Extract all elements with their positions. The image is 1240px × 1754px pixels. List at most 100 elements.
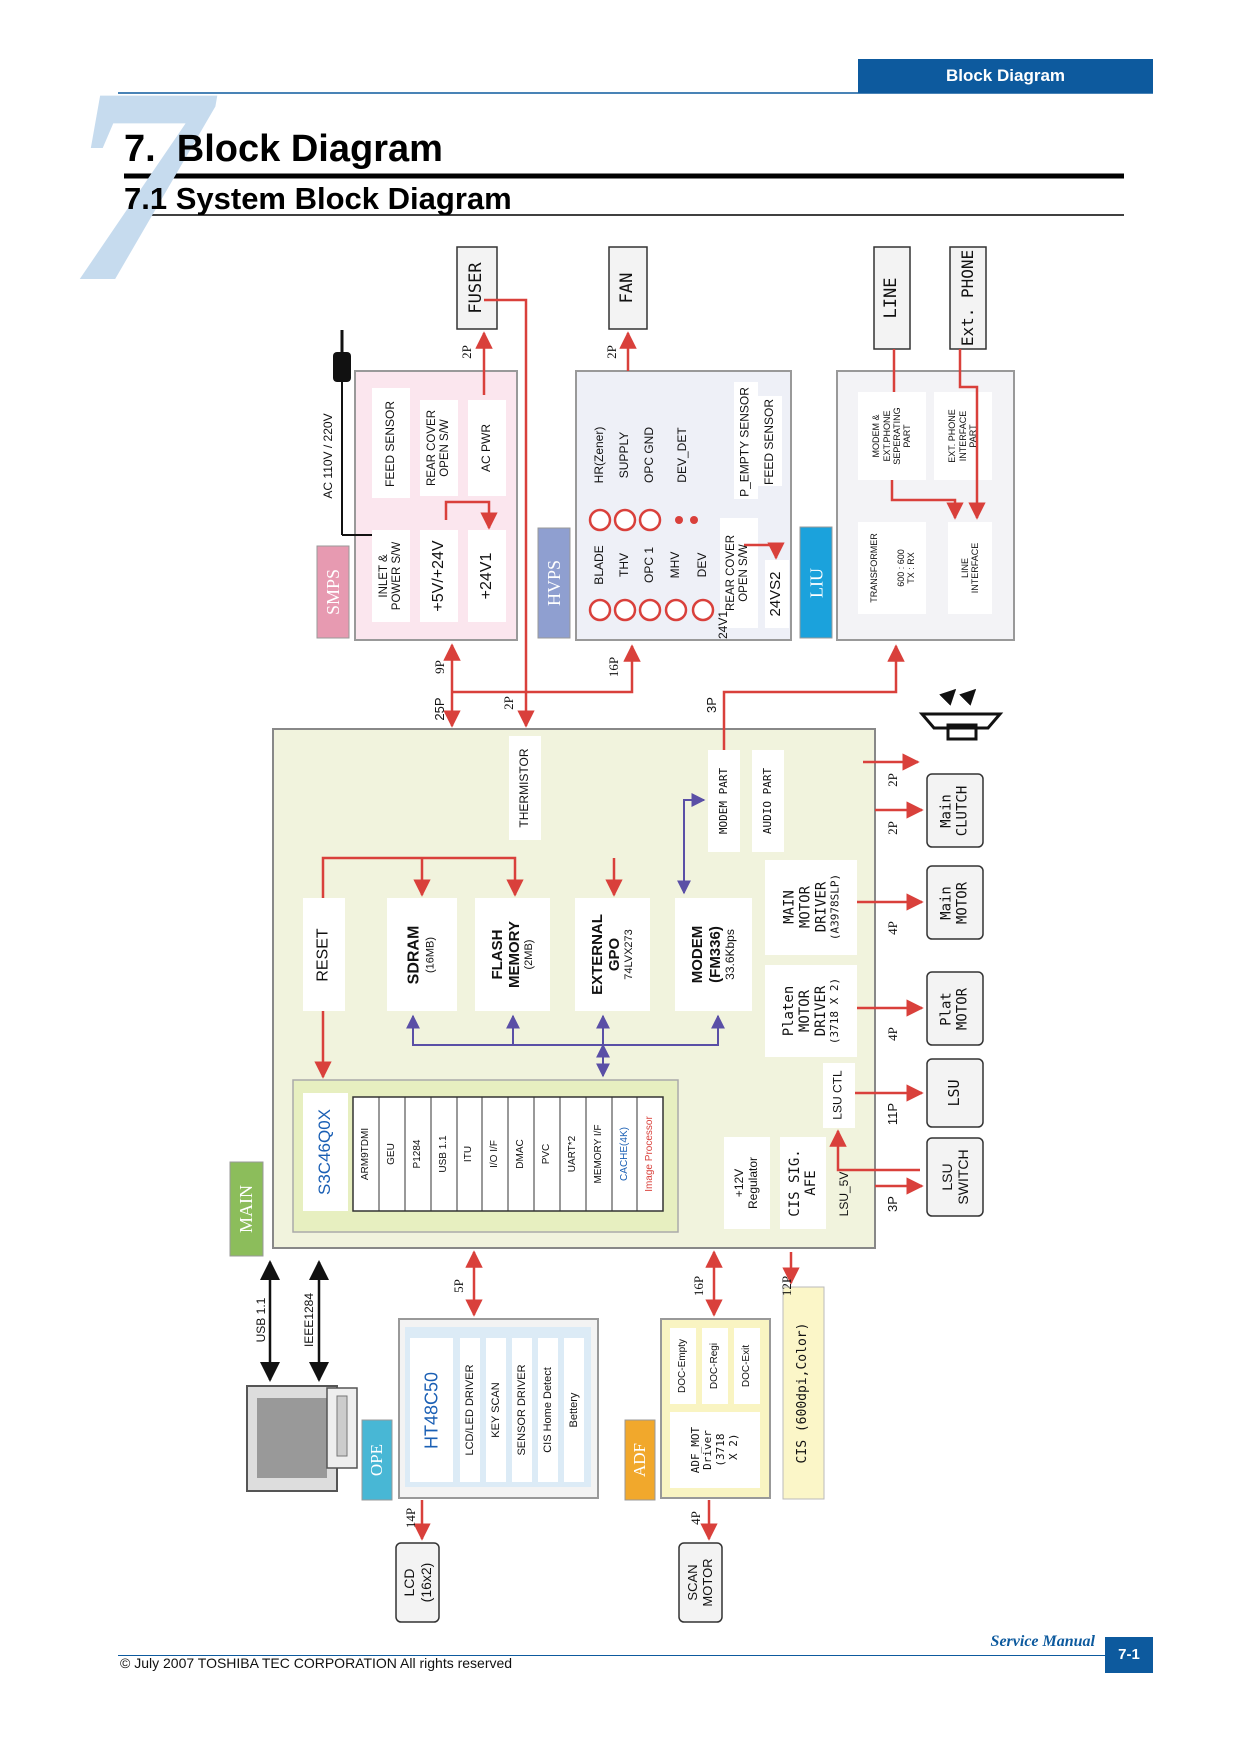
cis-afe-label: CIS SIG. AFE <box>786 1149 819 1217</box>
scan-motor-box <box>678 1542 723 1623</box>
ope-item-box <box>486 1338 506 1482</box>
regulator-label: +12V Regulator <box>732 1156 760 1210</box>
clutch-label: Main CLUTCH <box>938 785 971 837</box>
clutch-box <box>926 773 984 848</box>
liu-modem-sep: MODEM & EXT.PHONE SEPERATING PART <box>871 407 913 465</box>
modem-block: MODEM (FM336) 33.6Kbps <box>675 898 752 1011</box>
lsu-switch-label: LSU SWITCH <box>938 1149 971 1205</box>
page-title: 7. Block Diagram <box>124 128 443 170</box>
liu-ratio: 600 : 600 TX : RX <box>895 549 916 587</box>
hvps-blade: BLADE <box>592 545 607 585</box>
switch-conn-3p: 3P <box>884 1196 900 1212</box>
lsu-label: LSU <box>945 1079 964 1107</box>
ext-gpo-label: EXTERNAL GPO <box>588 914 624 995</box>
cpu-module-dmac: DMAC <box>515 1139 527 1169</box>
header-tab-label: Block Diagram <box>945 66 1066 85</box>
hvps-mhv: MHV <box>668 551 683 579</box>
doc-regi-box <box>702 1328 728 1404</box>
plat-motor-label: Plat MOTOR <box>938 987 971 1031</box>
plat-conn-4p: 4P <box>884 1027 900 1041</box>
fuser-box <box>456 246 498 330</box>
modem-box <box>675 898 752 1011</box>
thermistor-label: THERMISTOR <box>517 748 532 828</box>
cpu-name: S3C46Q0X <box>315 1109 335 1195</box>
hvps-tag-box <box>537 527 571 639</box>
hvps-dev: DEV <box>695 552 710 578</box>
ac-input-label: AC 110V / 220V <box>321 413 336 499</box>
liu-conn-3p: 3P <box>703 697 719 713</box>
scan-motor-label: SCAN MOTOR <box>684 1558 715 1607</box>
liu-ext-if: EXT. PHONE INTERFACE PART <box>947 409 979 463</box>
lcd-conn-14p: 14P <box>402 1507 418 1529</box>
cis-box <box>782 1286 825 1500</box>
cpu-module-p1284: P1284 <box>412 1139 424 1169</box>
cpu-module-dividers <box>378 1097 638 1211</box>
adf-doc-exit: DOC-Exit <box>741 1344 753 1388</box>
adf-tag: ADF <box>630 1443 650 1478</box>
modem-label: MODEM (FM336) <box>689 925 724 984</box>
ope-item-bettery: Bettery <box>567 1392 580 1428</box>
scan-conn-4p: 4P <box>687 1511 703 1525</box>
ope-item-sensor-driver: SENSOR DRIVER <box>515 1364 528 1456</box>
cpu-module-cache: CACHE(4K) <box>619 1127 631 1181</box>
adf-conn-16p: 16P <box>690 1275 706 1297</box>
smps-tag-box <box>316 545 350 639</box>
motor-conn-4p: 4P <box>884 921 900 935</box>
lsu-conn-11p: 11P <box>884 1102 900 1126</box>
usb-label: USB 1.1 <box>254 1297 269 1343</box>
reset-box <box>303 898 345 1011</box>
header-tab <box>858 59 1153 93</box>
plat-motor-box <box>926 971 984 1046</box>
fan-conn-2p: 2P <box>603 345 619 359</box>
line-box <box>873 246 911 350</box>
ope-item-box <box>460 1338 480 1482</box>
lsu-ctl-label: LSU CTL <box>830 1070 845 1120</box>
lsu-box <box>926 1058 984 1128</box>
cis-label: CIS (600dpi,Color) <box>794 1322 810 1464</box>
fuser-conn-2p: 2P <box>458 345 474 359</box>
hvps-thv: THV <box>617 553 632 577</box>
regulator-box <box>724 1137 770 1229</box>
main-motor-driver-label: MAIN MOTOR DRIVER <box>781 881 830 933</box>
adf-tag-box <box>624 1419 656 1501</box>
smps-5v-24v: +5V/+24V <box>429 540 447 612</box>
line-label: LINE <box>881 277 902 319</box>
smps-inlet: INLET & POWER S/W <box>377 541 403 611</box>
cpu-module-geu: GEU <box>386 1143 398 1165</box>
smps-inlet-box <box>372 530 410 622</box>
flash-label: FLASH MEMORY <box>488 921 524 988</box>
host-pc-icon <box>246 1385 358 1492</box>
clutch-conn-2p-b: 2P <box>884 821 900 835</box>
hvps-24v1: 24V1 <box>716 610 731 640</box>
smps-ac-pwr-box <box>468 400 506 496</box>
platen-driver-label: Platen MOTOR DRIVER <box>780 985 829 1037</box>
liu-transformer-box <box>858 522 926 614</box>
cpu-name-box <box>303 1093 348 1211</box>
main-motor-box <box>926 865 984 940</box>
footer-service-manual: Service Manual <box>990 1633 1095 1650</box>
smps-rear-cover-box <box>420 400 458 496</box>
red-wiring <box>314 298 986 1541</box>
doc-exit-box <box>734 1328 760 1404</box>
chapter-number: 7 <box>68 29 208 340</box>
lcd-box <box>395 1542 440 1623</box>
clutch-conn-2p-a: 2P <box>884 773 900 787</box>
modem-speed: 33.6Kbps <box>722 929 737 980</box>
lsu-5v-label: LSU_5V <box>837 1171 852 1217</box>
flash-box <box>475 898 550 1011</box>
ope-item-box <box>564 1338 584 1482</box>
cpu-module-arm9tdmi: ARM9TDMI <box>360 1127 372 1181</box>
smps-feed-sensor-box <box>372 388 410 498</box>
section-title: 7.1 System Block Diagram <box>124 181 512 216</box>
ope-conn-5p: 5P <box>450 1279 466 1293</box>
liu-tag-box <box>799 526 833 639</box>
ope-item-lcd-driver: LCD/LED DRIVER <box>463 1364 476 1456</box>
ope-chip: HT48C50 <box>421 1371 442 1450</box>
ope-item-cis-home: CIS Home Detect <box>541 1367 554 1453</box>
liu-line-if: LINE INTERFACE <box>959 542 980 594</box>
doc-empty-box <box>670 1328 696 1404</box>
hvps-dot <box>675 516 683 524</box>
liu-ext-if-box <box>934 392 992 480</box>
lsu-switch-box <box>926 1137 984 1217</box>
